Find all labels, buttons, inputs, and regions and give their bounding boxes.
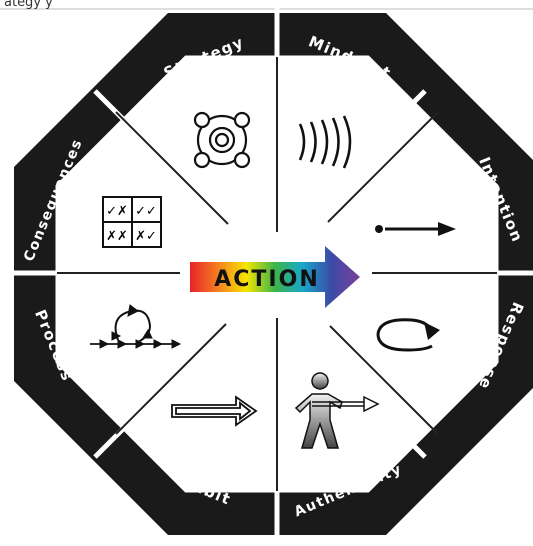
top-text-fragment: ategy y bbox=[4, 0, 53, 10]
sound-waves-icon bbox=[298, 115, 352, 169]
figure-arrow-icon bbox=[294, 372, 380, 449]
loop-arrow-icon bbox=[376, 318, 440, 352]
svg-text:✓✓: ✓✓ bbox=[135, 204, 157, 219]
outline-arrow-icon bbox=[171, 395, 258, 427]
action-arrow: ACTION bbox=[190, 246, 360, 308]
svg-text:✗✗: ✗✗ bbox=[106, 229, 128, 244]
action-label: ACTION bbox=[214, 267, 319, 292]
svg-text:✗✓: ✗✓ bbox=[135, 229, 157, 244]
cycle-arrows-icon bbox=[90, 304, 182, 349]
dot-arrow-icon bbox=[375, 222, 456, 236]
svg-text:✓✗: ✓✗ bbox=[106, 204, 128, 219]
checkmark-grid-icon: ✓✗ ✓✓ ✗✗ ✗✓ bbox=[102, 196, 162, 248]
orbit-circles-icon bbox=[193, 111, 251, 169]
radial-dividers bbox=[57, 57, 497, 491]
